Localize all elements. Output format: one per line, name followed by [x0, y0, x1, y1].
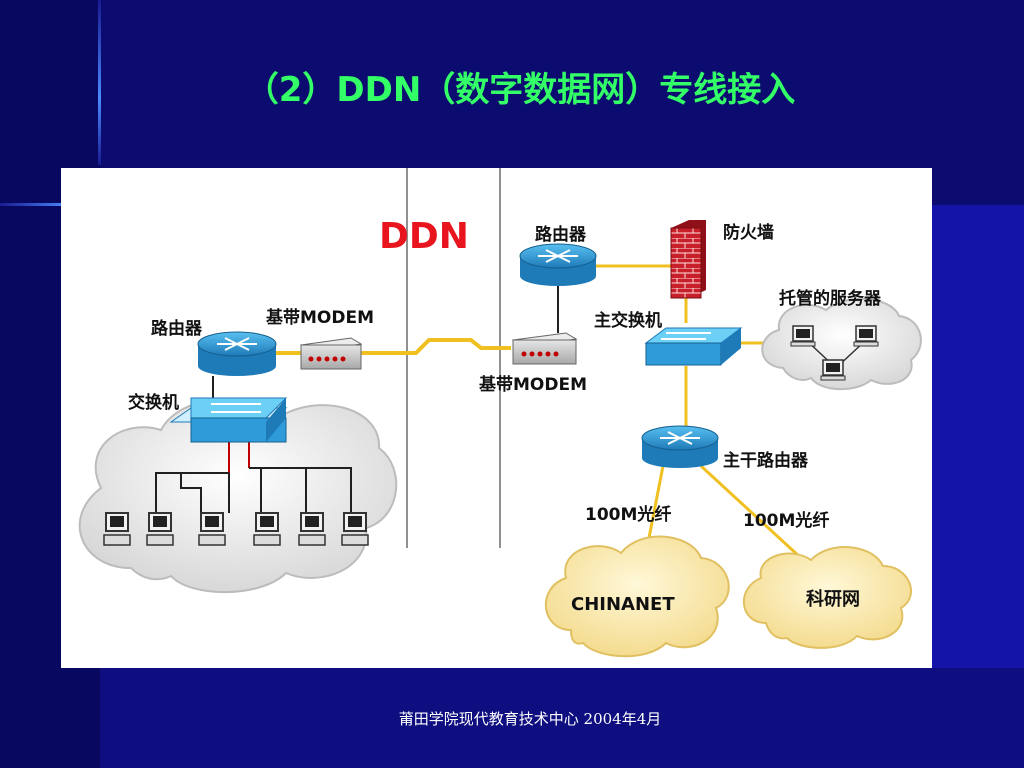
accent-line-horizontal: [0, 203, 100, 206]
backbone-router: [641, 425, 719, 468]
left-switch-label: 交换机: [128, 392, 179, 413]
left-router-label: 路由器: [151, 318, 203, 339]
chinanet-cloud: [544, 535, 730, 658]
firewall-icon: [670, 220, 706, 299]
backbone-router-label: 主干路由器: [723, 450, 809, 471]
hosted-servers-label: 托管的服务器: [779, 288, 882, 309]
fiber-research: [699, 464, 803, 560]
fiber-left-label: 100M光纤: [585, 504, 671, 525]
right-router: [519, 243, 597, 286]
network-diagram-panel: DDN: [61, 168, 932, 668]
lan-pcs: [103, 512, 369, 546]
research-net-cloud: [743, 546, 912, 649]
ddn-label: DDN: [379, 216, 469, 257]
left-switch: [169, 397, 288, 443]
right-modem-label: 基带MODEM: [478, 374, 587, 395]
server-cloud: [761, 298, 922, 391]
accent-line-vertical: [98, 0, 101, 165]
fiber-right-label: 100M光纤: [743, 510, 829, 531]
left-router: [197, 331, 277, 376]
slide-title: （2）DDN（数字数据网）专线接入: [244, 70, 796, 110]
background-bottom-band: [100, 668, 1024, 768]
right-router-label: 路由器: [535, 224, 587, 245]
firewall-label: 防火墙: [723, 222, 774, 243]
network-diagram: DDN: [78, 168, 922, 658]
switch-red-cables: [228, 440, 250, 473]
ddn-line-cable: [359, 338, 511, 355]
research-net-label: 科研网: [806, 588, 860, 610]
main-switch-label: 主交换机: [594, 310, 662, 331]
left-modem: [299, 337, 363, 370]
right-modem: [511, 332, 578, 365]
left-modem-label: 基带MODEM: [265, 307, 374, 328]
lan-wiring: [155, 467, 352, 513]
fiber-chinanet: [647, 465, 665, 539]
slide-footer: 莆田学院现代教育技术中心 2004年4月: [398, 710, 662, 728]
chinanet-label: CHINANET: [571, 594, 675, 615]
main-switch: [644, 327, 743, 366]
